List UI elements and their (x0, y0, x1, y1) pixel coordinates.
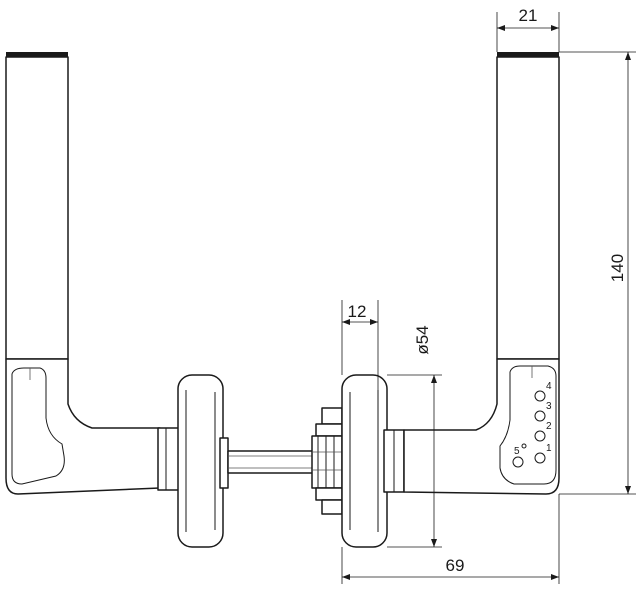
left-lever-inset (11, 367, 65, 485)
spindle (227, 450, 321, 474)
boss-top-outer (321, 407, 343, 425)
right-lever-end-cap (497, 52, 559, 57)
dimension-diameter-label: ø54 (413, 325, 432, 354)
keypad-indicator-dot (521, 443, 527, 449)
key-4-button (534, 390, 546, 402)
fixing-bosses (311, 407, 343, 515)
key-2-button (534, 430, 546, 442)
key-4-label: 4 (546, 381, 552, 392)
spindle-bar (227, 450, 321, 474)
right-lever-shaft (496, 56, 560, 360)
left-rose-plate (177, 374, 224, 548)
dimension-140-label: 140 (608, 254, 627, 282)
dimension-21-label: 21 (519, 6, 538, 25)
dimension-rose-offset: 12 (341, 300, 379, 390)
right-rose-plate (341, 374, 388, 548)
dimension-69-label: 69 (446, 556, 465, 575)
key-2-label: 2 (546, 421, 552, 432)
key-5-label: 5 (514, 446, 520, 457)
key-1-label: 1 (546, 443, 552, 454)
dimension-height: 140 (559, 51, 636, 495)
left-lever-neck (5, 358, 161, 495)
left-rose (177, 374, 229, 548)
right-lever-neck (403, 358, 560, 495)
left-neck-collar (157, 427, 181, 491)
dimension-depth: 69 (341, 494, 560, 584)
key-3-label: 3 (546, 401, 552, 412)
key-3-button (534, 410, 546, 422)
right-lever-handle (403, 52, 560, 495)
left-lever-handle (5, 52, 181, 495)
key-5-button (512, 456, 524, 468)
dimension-lever-width: 21 (496, 6, 560, 52)
key-1-button (534, 452, 546, 464)
left-lever-shaft (5, 56, 69, 360)
left-rose-boss (219, 437, 229, 489)
left-lever-end-cap (6, 52, 68, 57)
dimension-12-label: 12 (348, 302, 367, 321)
keypad: 4 3 2 1 5 (512, 381, 552, 468)
boss-center (311, 435, 343, 489)
dimension-rose-diameter: ø54 (387, 325, 442, 548)
right-rose (341, 374, 405, 548)
right-lever-inset (499, 365, 557, 485)
boss-bottom-outer (321, 499, 343, 515)
